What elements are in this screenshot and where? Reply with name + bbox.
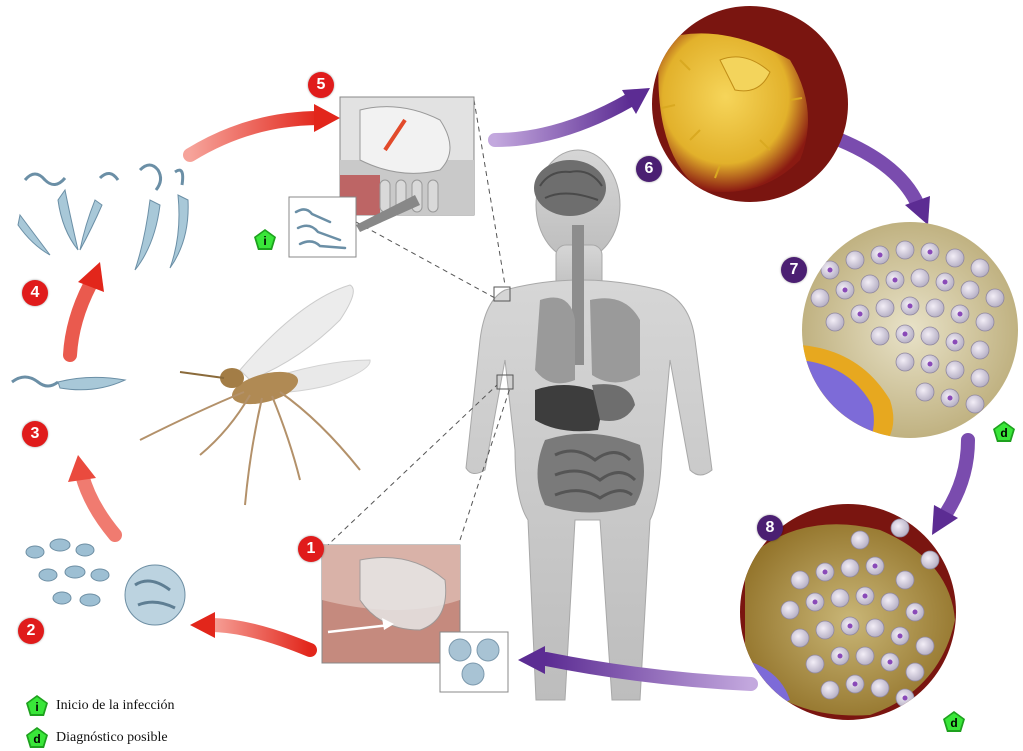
stage-badge-1: 1 <box>298 536 324 562</box>
stage-badge-4: 4 <box>22 280 48 306</box>
stage-badge-2: 2 <box>18 618 44 644</box>
macrophage-circle <box>652 6 848 202</box>
bite-zoom-box <box>322 545 460 663</box>
brain-illustration <box>534 160 606 216</box>
promastigote-stage-4 <box>18 165 188 270</box>
stage-badge-7: 7 <box>781 257 807 283</box>
stage-badge-6: 6 <box>636 156 662 182</box>
arrow-5-to-6 <box>495 100 630 140</box>
legend-label-diagnostic: Diagnóstico posible <box>56 730 168 746</box>
arrow-7-to-8 <box>945 440 968 515</box>
arrow-8-to-1 <box>546 659 751 684</box>
legend-item-diagnostic: d Diagnóstico posible <box>26 727 168 748</box>
promastigote-stage-3 <box>12 377 125 390</box>
arrow-4-to-5 <box>190 118 320 155</box>
diagnostic-marker-icon: d <box>26 727 48 748</box>
amastigote-release-cluster <box>26 539 185 625</box>
legend-item-infection: i Inicio de la infección <box>26 695 175 716</box>
infection-marker-icon: i <box>26 695 48 716</box>
stage-badge-8: 8 <box>757 515 783 541</box>
legend-label-infection: Inicio de la infección <box>56 698 175 714</box>
proboscis-zoom-box <box>340 97 474 215</box>
arrow-2-to-3 <box>82 475 115 535</box>
amastigote-inset-box <box>440 632 508 692</box>
arrow-6-to-7 <box>840 140 918 205</box>
sand-fly-illustration <box>140 285 370 505</box>
stage-badge-3: 3 <box>22 421 48 447</box>
arrow-3-to-4 <box>70 285 90 355</box>
promastigote-inset-box <box>289 195 420 257</box>
arrow-1-to-2 <box>210 625 310 650</box>
stage-badge-5: 5 <box>308 72 334 98</box>
infected-cell-circle <box>790 222 1018 450</box>
